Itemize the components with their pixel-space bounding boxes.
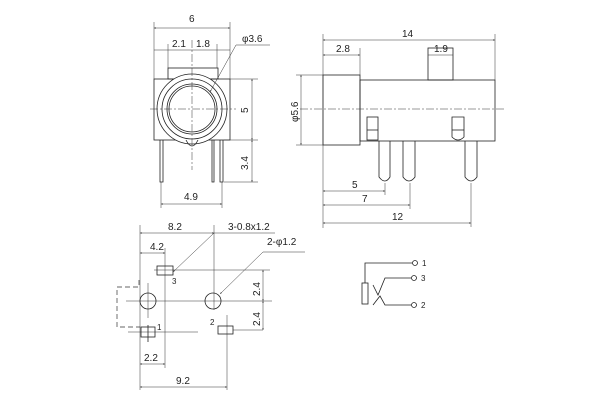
dim-front-diameter: φ5.6 xyxy=(290,101,301,122)
footprint-view: 3 1 2 8.2 4.2 3-0.8x1.2 2-φ1.2 2.4 2.4 2… xyxy=(116,222,305,390)
dim-body-height: 5 xyxy=(240,107,251,113)
dim-pad3-offset: 4.2 xyxy=(150,242,164,253)
dim-pin1-distance: 5 xyxy=(352,180,358,191)
dim-pin-length: 3.4 xyxy=(240,156,251,170)
dim-offset-right: 1.8 xyxy=(196,39,210,50)
dim-pin-spacing: 4.9 xyxy=(184,192,198,203)
dim-bore-diameter: φ3.6 xyxy=(242,34,263,45)
dim-pitch-lower: 2.4 xyxy=(252,312,263,326)
dim-pin2-distance: 7 xyxy=(362,194,368,205)
dim-pad1-offset: 2.2 xyxy=(144,353,158,364)
dim-tab-width: 1.9 xyxy=(434,44,448,55)
dim-front-length: 2.8 xyxy=(336,44,350,55)
terminal-1: 1 xyxy=(422,259,427,268)
pad-note: 3-0.8x1.2 xyxy=(228,222,270,233)
terminal-3: 3 xyxy=(421,274,426,283)
front-view: 6 2.1 1.8 φ3.6 5 3.4 4.9 xyxy=(150,14,270,208)
dim-pitch-upper: 2.4 xyxy=(252,282,263,296)
pad-label-2: 2 xyxy=(210,318,215,327)
dim-pin3-distance: 12 xyxy=(392,212,404,223)
side-view: 14 2.8 1.9 φ5.6 5 7 12 xyxy=(290,29,505,228)
pad-label-1: 1 xyxy=(157,323,162,332)
hole-note: 2-φ1.2 xyxy=(267,237,297,248)
dim-span-lower: 9.2 xyxy=(176,376,190,387)
dim-width: 6 xyxy=(189,14,195,25)
pad-label-3: 3 xyxy=(172,277,177,286)
terminal-2: 2 xyxy=(421,301,426,310)
dim-span-upper: 8.2 xyxy=(168,222,182,233)
dim-length: 14 xyxy=(402,29,414,40)
schematic: 1 3 2 xyxy=(361,259,427,310)
dim-offset-left: 2.1 xyxy=(172,39,186,50)
